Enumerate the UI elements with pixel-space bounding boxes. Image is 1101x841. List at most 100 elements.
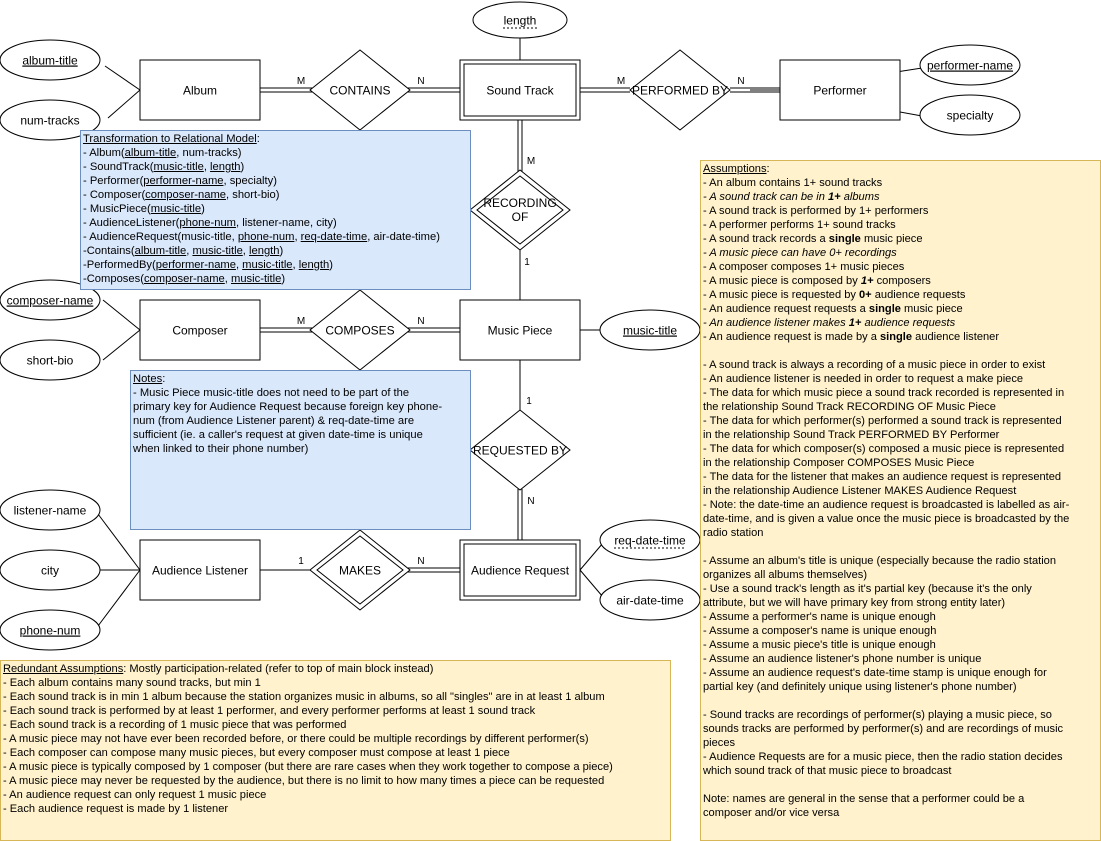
assumption-segment: music piece — [900, 303, 963, 315]
notes-heading-line: Notes: — [133, 372, 468, 386]
assumption-line — [703, 694, 1098, 708]
assumption-line: - Assume an audience request's date-time… — [703, 666, 1098, 680]
relational-model-segment: , — [294, 231, 301, 243]
assumption-segment: single — [880, 331, 913, 343]
relational-model-segment: music-title — [242, 259, 293, 271]
attribute-specialty-label: specialty — [947, 109, 994, 123]
cardinality-contains-album: M — [297, 76, 305, 87]
notes-lines: - Music Piece music-title does not need … — [133, 386, 468, 456]
attribute-req-date-time[interactable]: req-date-time — [599, 519, 701, 561]
assumption-segment: - Assume an audience listener's phone nu… — [703, 653, 982, 665]
cardinality-composes-composer: M — [297, 316, 305, 327]
assumption-segment: organizes all albums themselves) — [703, 569, 868, 581]
attribute-phone-num-label: phone-num — [20, 624, 81, 638]
relational-model-segment: , — [203, 161, 211, 173]
relationship-performed-by[interactable]: PERFORMED BY — [629, 49, 731, 131]
entity-music-piece[interactable]: Music Piece — [459, 299, 581, 361]
assumption-segment: - Assume an album's title is unique (esp… — [703, 555, 1056, 567]
assumption-line: - The data for which composer(s) compose… — [703, 442, 1098, 456]
relational-model-segment: , air-date-time) — [367, 231, 440, 243]
attribute-length[interactable]: length — [472, 1, 568, 39]
notes-heading: Notes — [133, 373, 163, 385]
assumption-line: - An audience listener makes 1+ audience… — [703, 316, 1098, 330]
entity-audience-listener[interactable]: Audience Listener — [139, 539, 261, 601]
assumption-segment: partial key (and definitely unique using… — [703, 681, 1017, 693]
relationship-makes[interactable]: MAKES — [309, 529, 411, 611]
attribute-performer-name[interactable]: performer-name — [919, 44, 1021, 86]
attribute-short-bio[interactable]: short-bio — [0, 339, 101, 381]
relational-model-segment: ) — [279, 245, 284, 257]
relational-model-segment: - Performer( — [83, 175, 144, 187]
relational-model-segment: composer-name — [145, 189, 227, 201]
attribute-short-bio-label: short-bio — [27, 354, 74, 368]
assumption-line — [703, 778, 1098, 792]
entity-audience-request-label: Audience Request — [471, 564, 570, 578]
assumption-line: Note: names are general in the sense tha… — [703, 792, 1098, 806]
relational-model-segment: - AudienceListener( — [83, 217, 180, 229]
assumption-segment: - Sound tracks are recordings of perform… — [703, 709, 1052, 721]
assumption-segment: - A composer composes 1+ music pieces — [703, 261, 905, 273]
entity-album[interactable]: Album — [139, 59, 261, 121]
relational-model-segment: phone-num — [179, 217, 237, 229]
relational-model-segment: - Album( — [83, 147, 125, 159]
assumption-line: - An audience listener is needed in orde… — [703, 372, 1098, 386]
assumption-line: - Use a sound track's length as it's par… — [703, 582, 1098, 596]
relational-model-heading-suffix: : — [256, 133, 260, 145]
assumption-line: organizes all albums themselves) — [703, 568, 1098, 582]
attribute-composer-name[interactable]: composer-name — [0, 279, 101, 321]
attribute-phone-num[interactable]: phone-num — [0, 609, 101, 651]
assumption-segment: - An audience listener makes — [703, 317, 849, 329]
assumption-line: - The data for the listener that makes a… — [703, 470, 1098, 484]
assumption-segment: - A music piece can have 0+ recordings — [703, 247, 897, 259]
relational-model-line: -Contains(album-title, music-title, leng… — [83, 244, 468, 258]
relationship-requested-by[interactable]: REQUESTED BY — [469, 409, 571, 491]
relational-model-segment: , listener-name, city) — [236, 217, 337, 229]
relationship-performed-by-label: PERFORMED BY — [632, 84, 728, 98]
relational-model-segment: , — [242, 245, 250, 257]
entity-performer[interactable]: Performer — [779, 59, 901, 121]
assumption-segment: - Audience Requests are for a music piec… — [703, 751, 1063, 763]
entity-audience-request[interactable]: Audience Request — [459, 539, 581, 601]
assumption-segment: - A performer performs 1+ sound tracks — [703, 219, 896, 231]
assumptions-heading: Assumptions — [703, 163, 767, 175]
entity-sound-track[interactable]: Sound Track — [459, 59, 581, 121]
redundant-heading-line: Redundant Assumptions: Mostly participat… — [3, 662, 668, 676]
cardinality-labels: M N M N M 1 M N 1 N 1 N — [297, 76, 745, 567]
entity-performer-label: Performer — [813, 84, 866, 98]
assumption-segment: albums — [840, 191, 880, 203]
assumption-segment: - The data for which composer(s) compose… — [703, 443, 1065, 455]
attribute-music-title[interactable]: music-title — [599, 309, 701, 351]
relationship-composes[interactable]: COMPOSES — [309, 289, 411, 371]
relationship-contains[interactable]: CONTAINS — [309, 49, 411, 131]
assumption-segment: 0+ — [859, 289, 872, 301]
entity-composer[interactable]: Composer — [139, 299, 261, 361]
assumption-segment: - A sound track records a — [703, 233, 829, 245]
assumption-line: - A sound track is always a recording of… — [703, 358, 1098, 372]
cardinality-composes-piece: N — [417, 316, 424, 327]
assumption-segment: - An audience request requests a — [703, 303, 869, 315]
attribute-album-title[interactable]: album-title — [0, 39, 101, 81]
relationship-recording-of[interactable]: RECORDING OF — [469, 169, 571, 251]
redundant-assumptions-panel: Redundant Assumptions: Mostly participat… — [0, 660, 671, 841]
relational-model-note: Transformation to Relational Model: - Al… — [80, 130, 471, 290]
attribute-city[interactable]: city — [0, 549, 101, 591]
relational-model-line: -PerformedBy(performer-name, music-title… — [83, 258, 468, 272]
attribute-listener-name[interactable]: listener-name — [0, 489, 101, 531]
relational-model-heading-line: Transformation to Relational Model: — [83, 132, 468, 146]
assumption-segment: - An album contains 1+ sound tracks — [703, 177, 883, 189]
relational-model-segment: , short-bio) — [226, 189, 280, 201]
relational-model-segment: music-title — [153, 161, 204, 173]
relationship-composes-label: COMPOSES — [325, 324, 394, 338]
attribute-specialty[interactable]: specialty — [919, 94, 1021, 136]
attribute-num-tracks[interactable]: num-tracks — [0, 99, 101, 141]
relational-model-segment: , num-tracks) — [176, 147, 242, 159]
attribute-air-date-time[interactable]: air-date-time — [599, 579, 701, 621]
assumption-segment: - An audience listener is needed in orde… — [703, 373, 1024, 385]
assumption-segment: - The data for the listener that makes a… — [703, 471, 1062, 483]
cardinality-contains-track: N — [417, 76, 424, 87]
assumption-segment: - A sound track is always a recording of… — [703, 359, 1046, 371]
assumption-segment: - A music piece is composed by — [703, 275, 861, 287]
assumption-segment: - A music piece is requested by — [703, 289, 860, 301]
relationship-requested-by-label: REQUESTED BY — [473, 444, 567, 458]
relational-model-segment: composer-name — [143, 273, 225, 285]
